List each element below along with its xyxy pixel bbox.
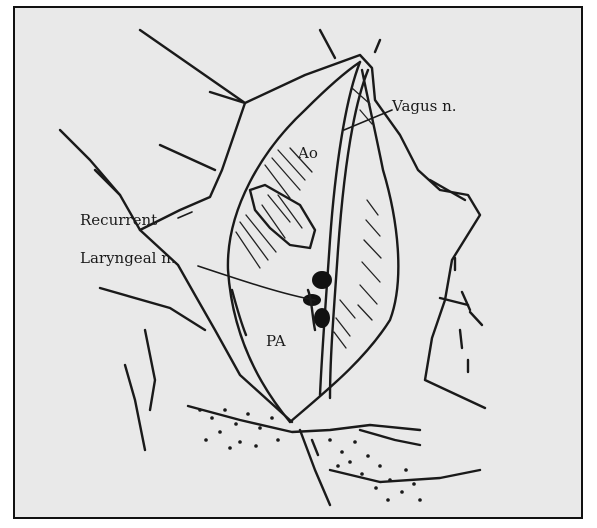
recurrent-label: Recurrent [80, 211, 157, 229]
pulmonary-artery-label: PA [266, 332, 286, 350]
aorta-label: Ao [297, 144, 318, 162]
vagus-nerve-label: Vagus n. [391, 97, 457, 115]
laryngeal-nerve-label: Laryngeal n. [80, 249, 176, 267]
